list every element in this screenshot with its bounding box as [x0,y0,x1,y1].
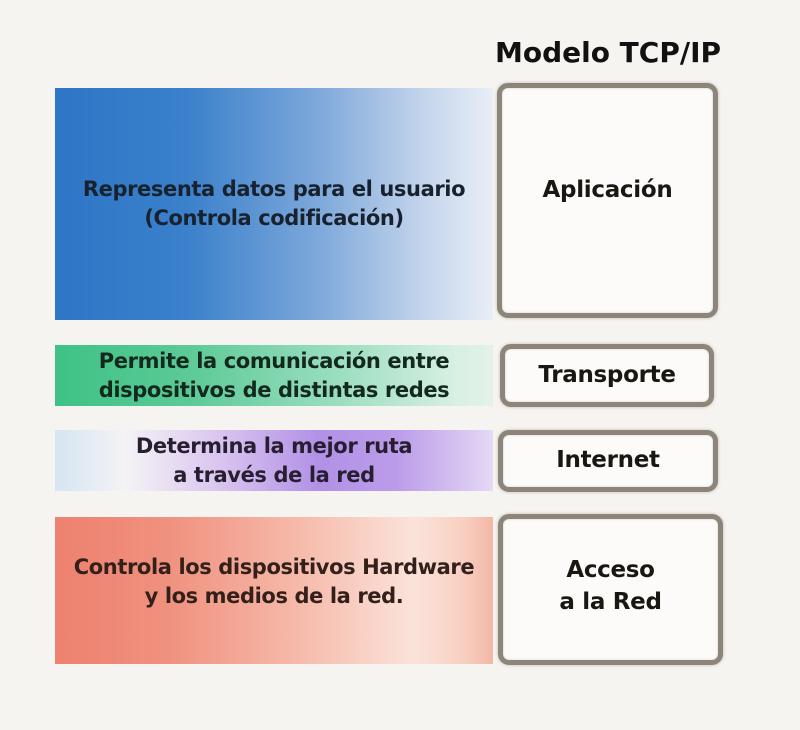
internet-layer-box: Internet [498,430,718,492]
transport-description-line-1: Permite la comunicación entre [98,348,450,373]
transport-description-line-2: dispositivos de distintas redes [98,377,450,402]
application-layer-description-bar: Representa datos para el usuario (Contro… [55,88,493,320]
application-layer-box: Aplicación [497,83,718,318]
network-access-description-line-2: y los medios de la red. [144,583,404,608]
transport-layer-box: Transporte [500,344,714,407]
diagram-title: Modelo TCP/IP [494,36,722,69]
internet-layer-label: Internet [556,447,660,474]
network-access-layer-label-line-2: a la Red [559,588,662,615]
internet-layer-description-bar: Determina la mejor ruta a través de la r… [55,430,493,491]
internet-description-line-2: a través de la red [173,462,375,487]
internet-description-line-1: Determina la mejor ruta [135,433,413,458]
application-description-line-2: (Controla codificación) [144,206,404,230]
network-access-layer-box: Acceso a la Red [498,514,723,665]
network-access-layer-description-bar: Controla los dispositivos Hardware y los… [55,517,493,664]
transport-layer-label: Transporte [538,361,676,388]
application-description-line-1: Representa datos para el usuario [82,177,466,202]
application-layer-label: Aplicación [542,176,673,203]
network-access-layer-label-line-1: Acceso [566,557,655,584]
network-access-description-line-1: Controla los dispositivos Hardware [73,554,475,579]
transport-layer-description-bar: Permite la comunicación entre dispositiv… [55,345,493,406]
